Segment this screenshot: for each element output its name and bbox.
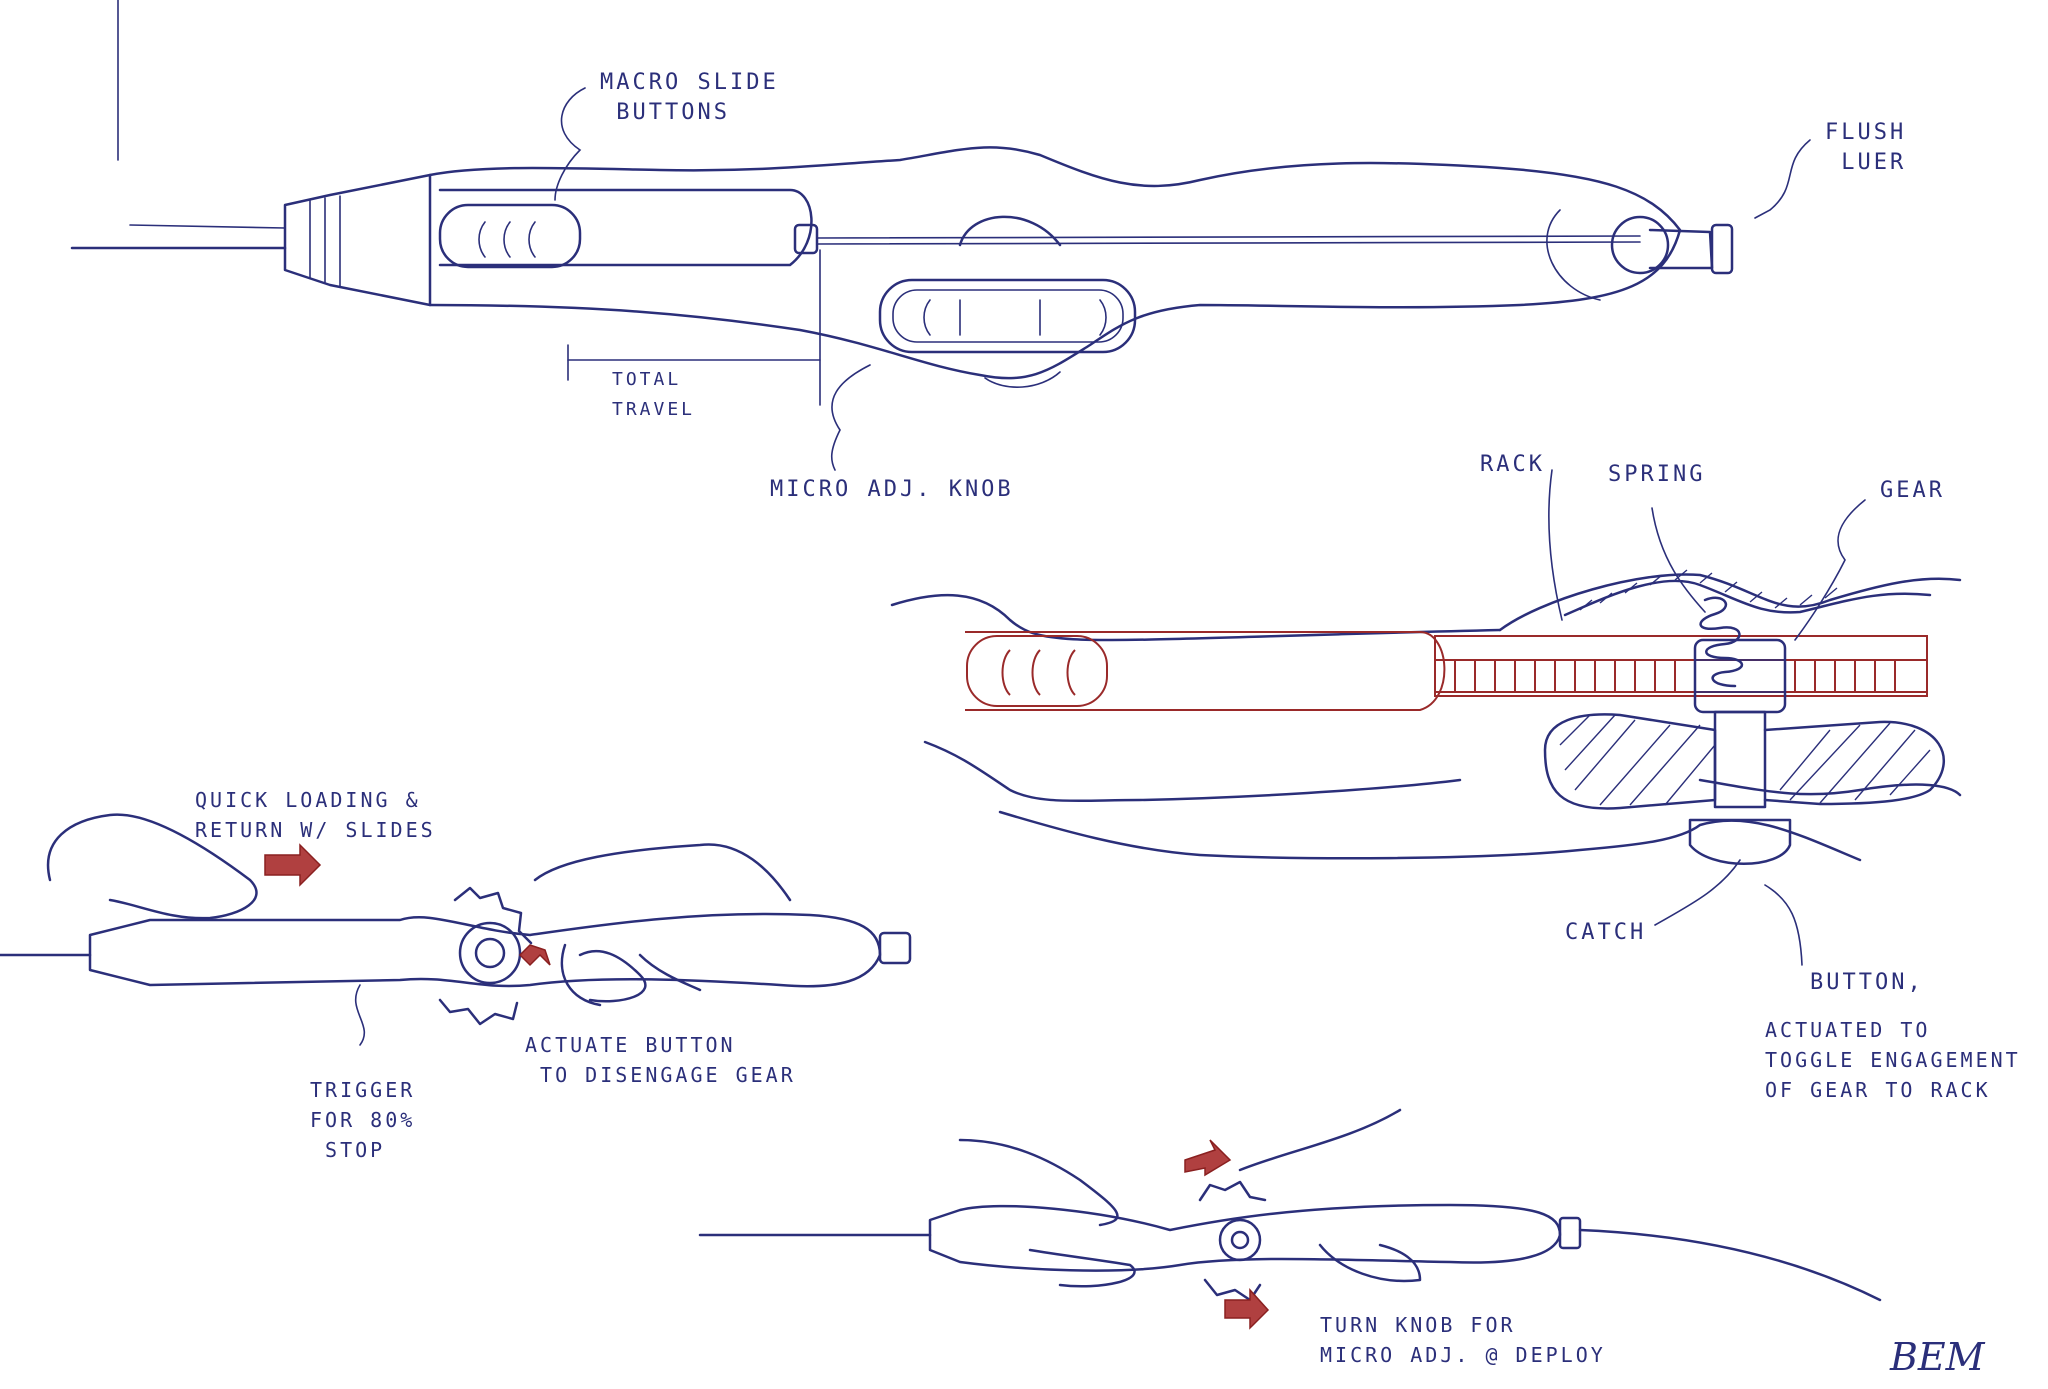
label-macro-slide-buttons: MACRO SLIDE BUTTONS [600,70,779,125]
label-flush-luer: FLUSH LUER [1825,120,1907,175]
cutaway-mechanism-sketch [890,469,1962,966]
label-actuate-button: ACTUATE BUTTON TO DISENGAGE GEAR [525,1033,796,1087]
label-turn-knob: TURN KNOB FOR MICRO ADJ. @ DEPLOY [1320,1313,1606,1367]
label-rack: RACK [1480,452,1545,477]
label-quick-loading: QUICK LOADING & RETURN W/ SLIDES [195,788,436,842]
label-spring: SPRING [1608,462,1706,487]
label-button: BUTTON, [1810,970,1924,995]
top-device-sketch [70,87,1811,471]
label-trigger: TRIGGER FOR 80% STOP [310,1078,416,1162]
label-button-desc: ACTUATED TO TOGGLE ENGAGEMENT OF GEAR TO… [1765,1018,2021,1102]
label-micro-adj-knob: MICRO ADJ. KNOB [770,477,1014,502]
label-total-travel: TOTAL TRAVEL [612,369,696,420]
signature: BEM [1890,1335,1985,1379]
label-gear: GEAR [1880,478,1945,503]
hands-loading-sketch [0,813,912,1046]
hands-micro-adjust-sketch [698,1108,1882,1330]
label-catch: CATCH [1565,920,1647,945]
